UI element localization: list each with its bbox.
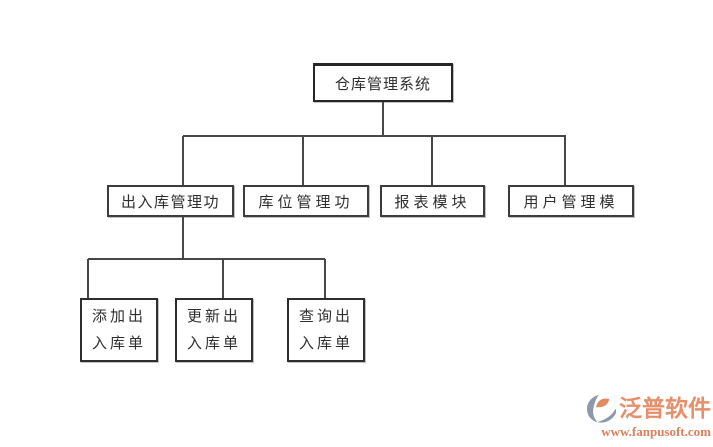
node-add-inout-order: 添加出 入库单 [80, 298, 158, 362]
node-user-management: 用户管理模 [508, 185, 634, 217]
watermark-brand-text: 泛普软件 [619, 396, 711, 421]
node-report-module: 报表模块 [380, 185, 485, 217]
watermark-url-text: www.fanpusoft.com [601, 424, 711, 439]
node-update-inout-order: 更新出 入库单 [175, 298, 253, 362]
node-warehouse-management-system: 仓库管理系统 [313, 63, 453, 102]
fanpu-logo-icon [586, 394, 617, 423]
node-storage-location-management: 库位管理功 [243, 185, 369, 217]
node-inout-warehouse-management: 出入库管理功 [107, 185, 234, 217]
fanpusoft-watermark: 泛普软件 www.fanpusoft.com [586, 394, 711, 438]
node-query-inout-order: 查询出 入库单 [287, 298, 365, 362]
